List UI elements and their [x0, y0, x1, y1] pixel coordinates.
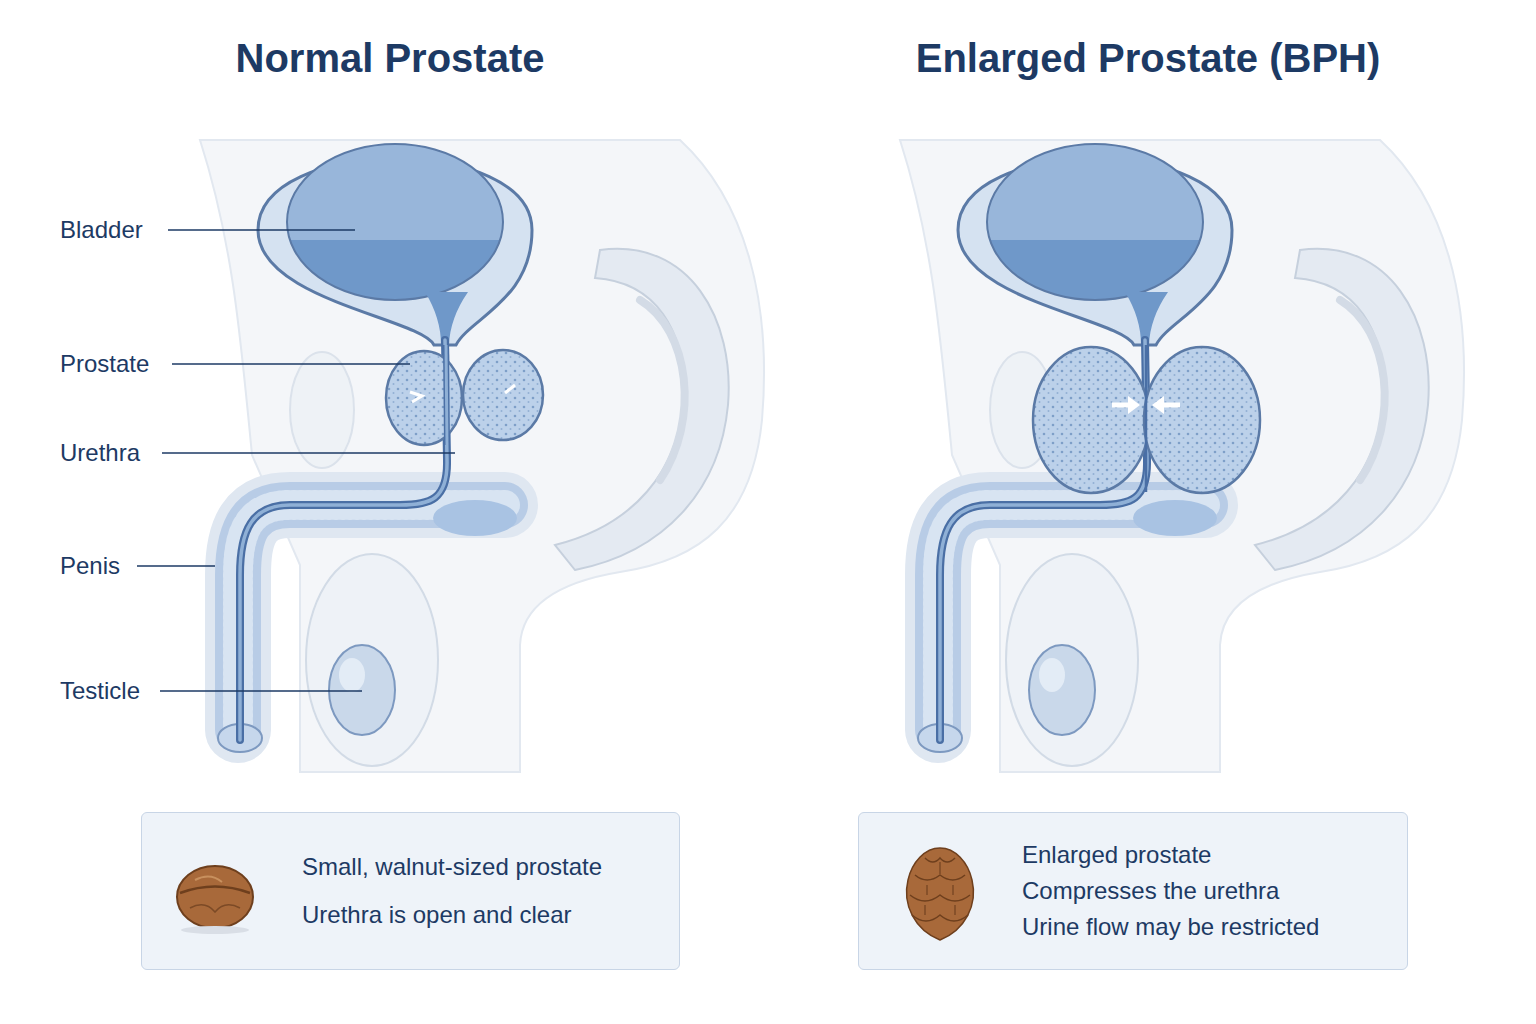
leader-lines [137, 230, 455, 691]
normal-anatomy [200, 140, 764, 772]
enlarged-anatomy [900, 140, 1464, 772]
leader-lines-part [137, 565, 215, 567]
part-label: Prostate [60, 350, 149, 378]
normal-anatomy-part [200, 140, 764, 772]
part-label: Testicle [60, 677, 140, 705]
enlarged-anatomy-part [1152, 396, 1164, 414]
normal-anatomy-part [446, 345, 447, 445]
leader-lines-part [162, 452, 455, 454]
info-box: Small, walnut-sized prostateUrethra is o… [141, 812, 680, 970]
part-label: Bladder [60, 216, 143, 244]
info-text: Compresses the urethra [1022, 876, 1391, 906]
info-text: Small, walnut-sized prostate [302, 852, 663, 882]
enlarged-anatomy-part [900, 140, 1464, 772]
normal-anatomy-part [446, 345, 447, 445]
info-box: Enlarged prostateCompresses the urethraU… [858, 812, 1408, 970]
leader-lines-part [172, 363, 410, 365]
leader-lines-part [160, 690, 362, 692]
info-text: Urine flow may be restricted [1022, 912, 1391, 942]
enlarged-anatomy-part [1128, 396, 1140, 414]
normal-anatomy-part [505, 385, 515, 393]
enlarged-anatomy-part [1033, 347, 1149, 493]
enlarged-anatomy-part [1144, 347, 1260, 493]
part-label: Urethra [60, 439, 140, 467]
panel-heading: Enlarged Prostate (BPH) [898, 34, 1398, 82]
normal-anatomy-part [386, 351, 462, 445]
info-text: Enlarged prostate [1022, 840, 1391, 870]
leader-lines-part [168, 229, 355, 231]
enlarged-anatomy-part [1145, 345, 1148, 492]
panel-heading: Normal Prostate [140, 34, 640, 82]
part-label: Penis [60, 552, 120, 580]
normal-anatomy-part [463, 350, 543, 440]
info-text: Urethra is open and clear [302, 900, 663, 930]
normal-anatomy-part [410, 392, 422, 402]
